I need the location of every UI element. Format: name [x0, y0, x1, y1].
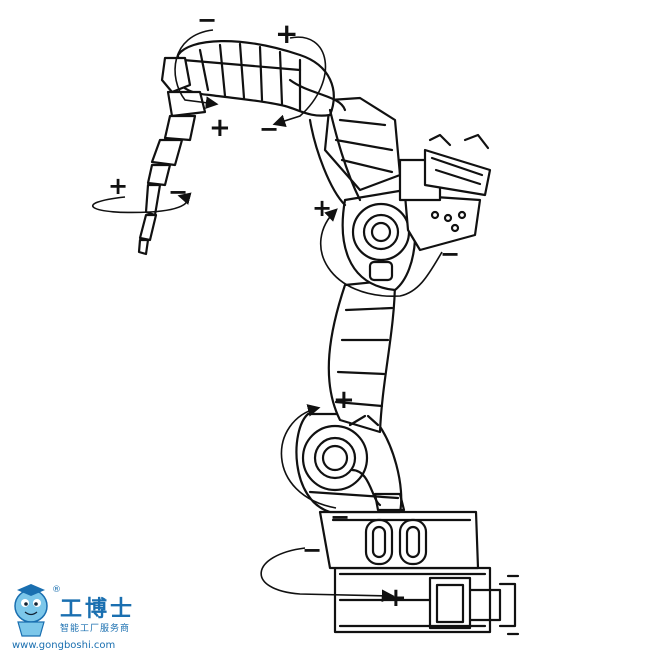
j1-plus-sign: +: [385, 583, 407, 613]
j3-joint-housing: [341, 188, 482, 292]
j3-minus-sign: −: [440, 240, 460, 268]
brand-name: 工博士: [60, 596, 135, 622]
j6-minus-sign: −: [168, 178, 188, 206]
mascot-icon: [14, 584, 48, 637]
wrist-motors: [323, 96, 492, 202]
j2-rotation-arrow: [280, 404, 337, 509]
j6-plus-sign: +: [108, 172, 128, 200]
j1-minus-sign: −: [302, 536, 322, 564]
j6-rotation-arrow: [91, 192, 192, 214]
brand-url: www.gongboshi.com: [12, 640, 115, 651]
j2-joint-housing: [295, 412, 406, 514]
j1-rotation-arrow: [260, 547, 395, 603]
j5-minus-sign: −: [197, 6, 217, 34]
j4-rotation-arrow: [272, 36, 327, 127]
brand-tagline: 智能工厂服务商: [60, 622, 130, 634]
j4-minus-sign: −: [259, 115, 279, 143]
j3-plus-sign: +: [312, 194, 332, 222]
registered-mark: ®: [52, 585, 62, 595]
j5-plus-sign: +: [209, 113, 231, 143]
watermark-logo: 工博士 ® 智能工厂服务商 www.gongboshi.com: [12, 584, 135, 651]
j4-plus-sign: +: [275, 17, 298, 50]
wrist-and-torch: [137, 56, 207, 256]
j5-rotation-arrow: [174, 29, 219, 110]
robot-base: [318, 510, 520, 636]
forearm-link: [176, 40, 362, 207]
j2-plus-sign: +: [333, 385, 355, 415]
j3-rotation-arrow: [319, 208, 443, 297]
j2-minus-sign: −: [330, 503, 350, 531]
